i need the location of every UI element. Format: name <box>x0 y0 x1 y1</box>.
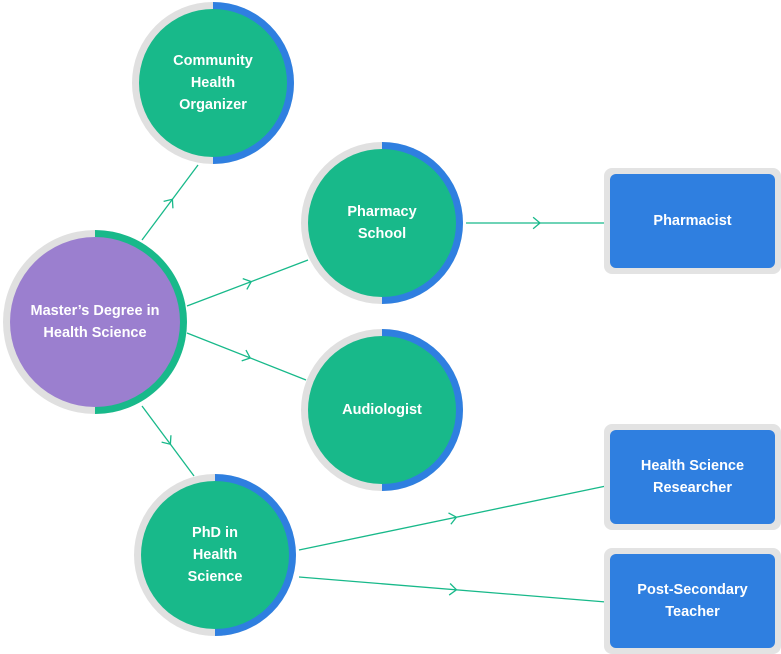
pharmacy-ring <box>301 142 463 304</box>
node-health-science-researcher: Health Science Researcher <box>604 424 781 530</box>
edge-masters-to-pharmacy <box>186 259 309 307</box>
edge-arrow-masters-to-community <box>163 198 174 209</box>
edge-arrow-phd-to-teacher <box>448 583 458 596</box>
edge-phd-to-researcher <box>298 485 607 551</box>
edge-arrow-masters-to-pharmacy <box>242 277 253 290</box>
audiologist-ring <box>301 329 463 491</box>
edge-masters-to-audiologist <box>186 332 307 381</box>
community-fill <box>139 9 287 157</box>
edge-masters-to-community <box>141 164 199 241</box>
masters-fill <box>10 237 180 407</box>
teacher-label: Post-Secondary Teacher <box>610 554 775 648</box>
edge-arrow-masters-to-audiologist <box>241 349 252 362</box>
edge-arrow-pharmacy-to-pharmacist <box>532 216 542 230</box>
node-audiologist: Audiologist <box>298 327 466 493</box>
node-masters-degree: Master’s Degree in Health Science <box>0 228 190 416</box>
researcher-label: Health Science Researcher <box>610 430 775 524</box>
audiologist-fill <box>308 336 456 484</box>
pharmacy-fill <box>308 149 456 297</box>
node-pharmacy-school: Pharmacy School <box>298 140 466 306</box>
community-ring <box>132 2 294 164</box>
phd-ring <box>134 474 296 636</box>
edge-arrow-masters-to-phd <box>161 435 172 446</box>
node-post-secondary-teacher: Post-Secondary Teacher <box>604 548 781 654</box>
pharmacist-label: Pharmacist <box>610 174 775 268</box>
edge-arrow-phd-to-researcher <box>448 512 458 525</box>
edge-masters-to-phd <box>141 405 195 477</box>
phd-fill <box>141 481 289 629</box>
node-phd-health-science: PhD in Health Science <box>131 472 299 638</box>
edge-phd-to-teacher <box>298 576 607 603</box>
masters-ring <box>3 230 187 414</box>
node-pharmacist: Pharmacist <box>604 168 781 274</box>
node-community-health-organizer: Community Health Organizer <box>129 0 297 166</box>
